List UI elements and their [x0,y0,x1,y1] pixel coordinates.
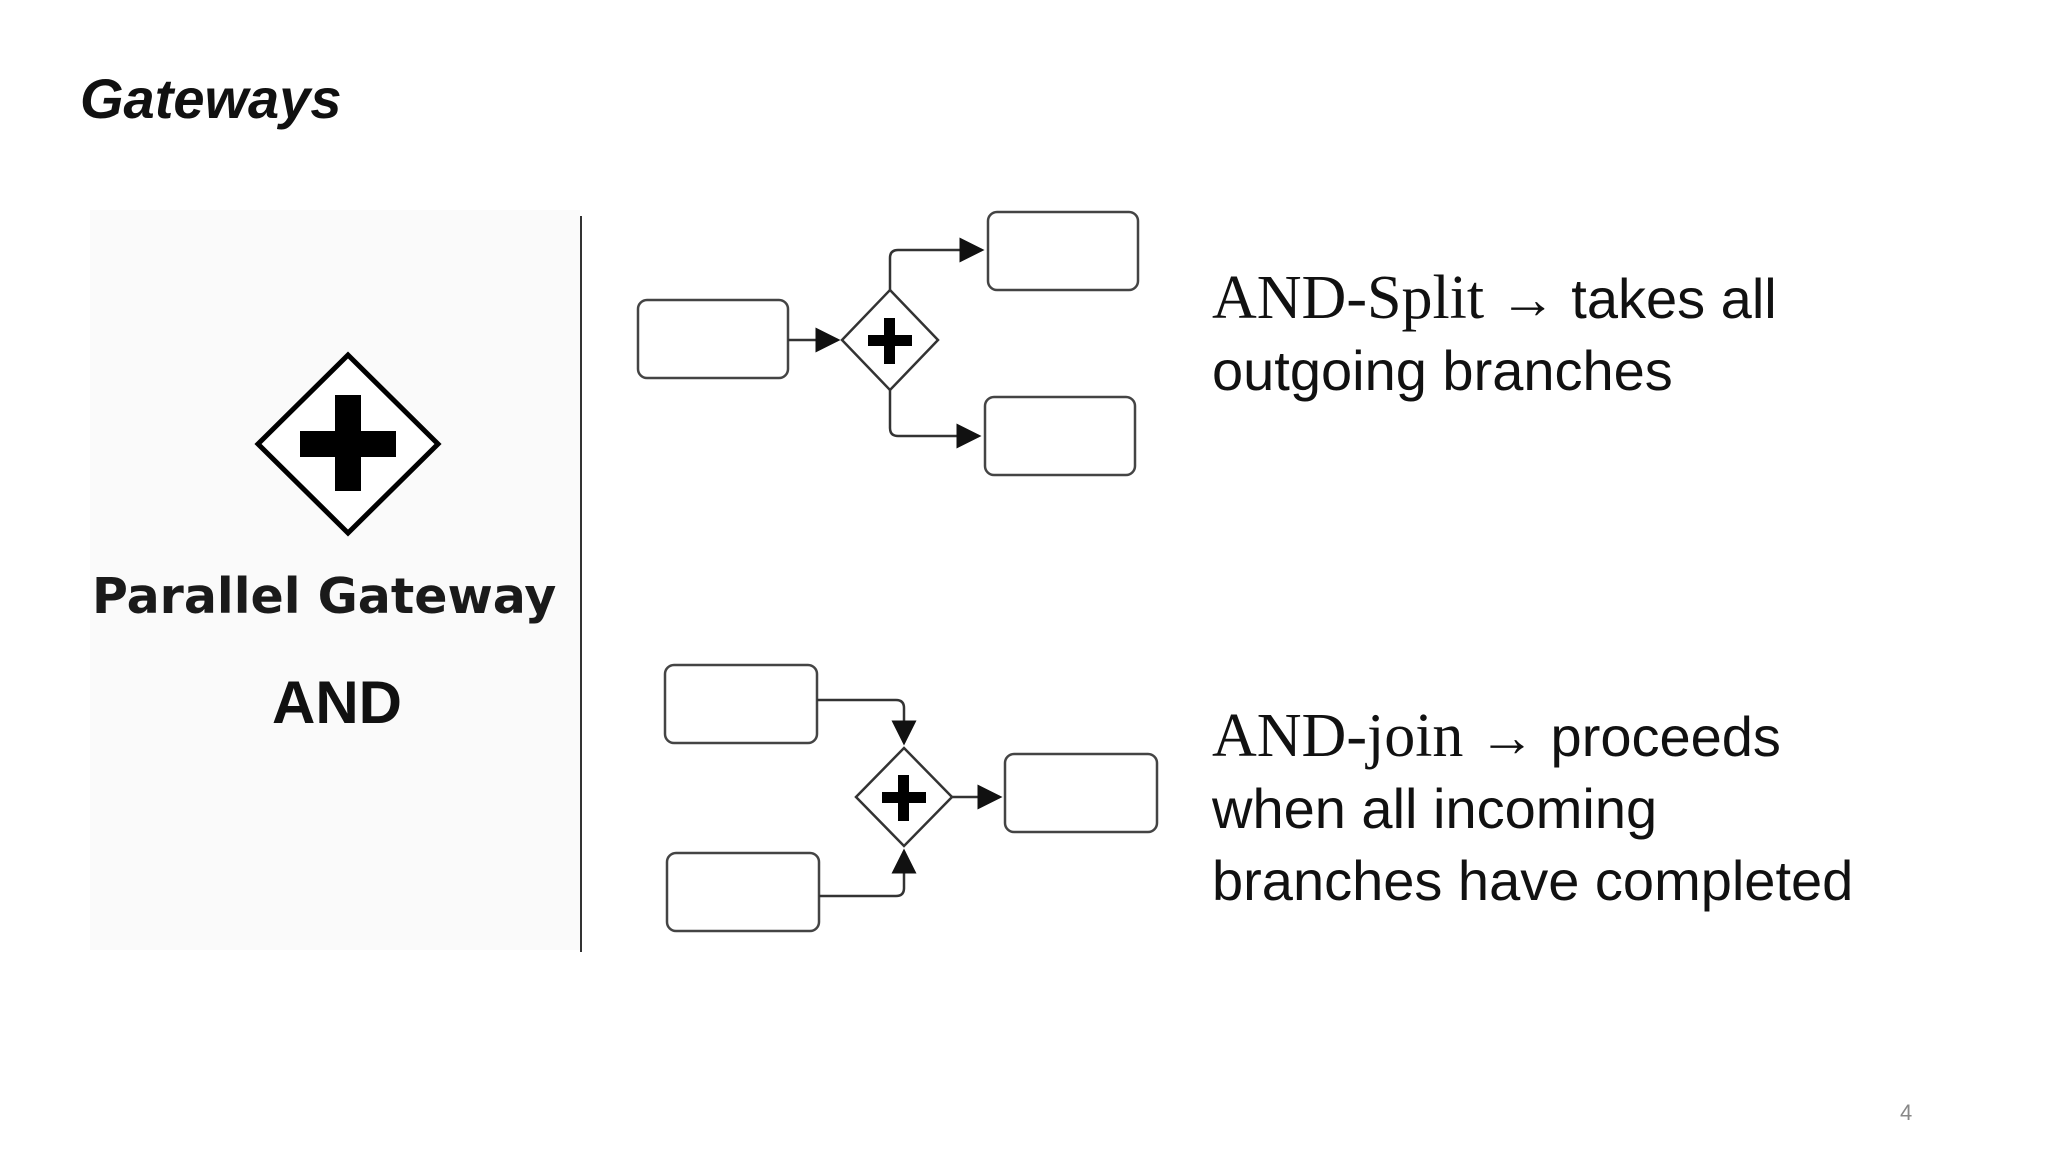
join-term: AND-join [1212,702,1464,770]
split-term: AND-Split [1212,264,1485,332]
and-join-description: AND-join → proceeds when all incoming br… [1212,700,1853,917]
split-desc-line-2: outgoing branches [1212,339,1673,402]
and-split-diagram [636,210,1140,477]
and-join-diagram [663,663,1159,933]
split-gateway-plus-v [884,318,895,364]
split-flow-bottom [888,390,982,449]
join-target-task [1003,752,1159,834]
join-source-task-bottom [665,851,821,933]
slide-title: Gateways [80,67,342,130]
split-target-task-bottom [983,395,1137,477]
split-source-task [636,298,790,380]
gateway-type: AND [272,669,402,736]
split-gateway-diamond [840,288,940,392]
join-gateway-plus-h [882,792,926,803]
join-flow-top [817,698,917,746]
split-flow-top [888,237,985,290]
and-split-description: AND-Split → takes all outgoing branches [1212,262,1777,407]
join-gateway-plus-v [898,775,909,821]
join-desc-line-3: branches have completed [1212,849,1854,912]
join-flow-bottom [819,848,917,898]
gateway-name: Parallel Gateway [92,568,557,625]
join-gateway-diamond [854,746,954,848]
split-line1-rest: takes all [1555,267,1777,330]
join-arrow: → [1478,705,1535,768]
page-number: 4 [1900,1100,1913,1125]
split-target-task-top [986,210,1140,292]
split-gateway-plus-h [868,335,912,346]
join-desc-line-2: when all incoming [1212,777,1658,840]
vertical-divider [580,216,582,952]
join-line1-rest: proceeds [1534,705,1781,768]
join-source-task-top [663,663,819,745]
split-arrow: → [1499,267,1556,330]
join-desc-line-1: AND-join → proceeds [1212,700,1853,773]
split-desc-line-1: AND-Split → takes all [1212,262,1777,335]
gateway-panel [90,210,580,950]
